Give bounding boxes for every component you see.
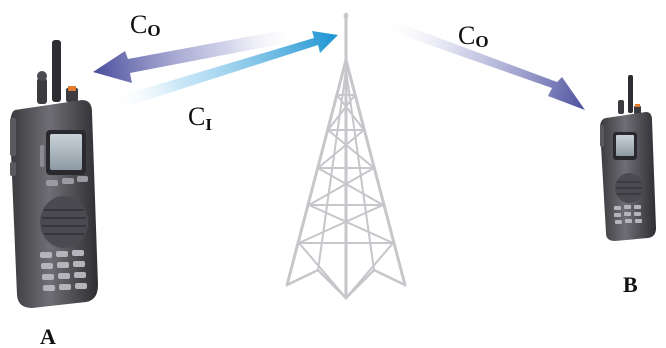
radio-b bbox=[600, 75, 656, 241]
outbound-label-right: CO bbox=[458, 21, 489, 51]
radio-a bbox=[10, 40, 98, 308]
radio-b-label: B bbox=[623, 272, 638, 297]
inbound-arrow bbox=[106, 31, 338, 112]
outbound-arrow-left bbox=[93, 27, 302, 83]
outbound-label-left: CO bbox=[130, 10, 161, 40]
radio-a-label: A bbox=[40, 324, 56, 348]
outbound-arrow-right bbox=[378, 17, 585, 110]
radio-tower bbox=[285, 12, 407, 300]
inbound-label: CI bbox=[188, 102, 212, 134]
